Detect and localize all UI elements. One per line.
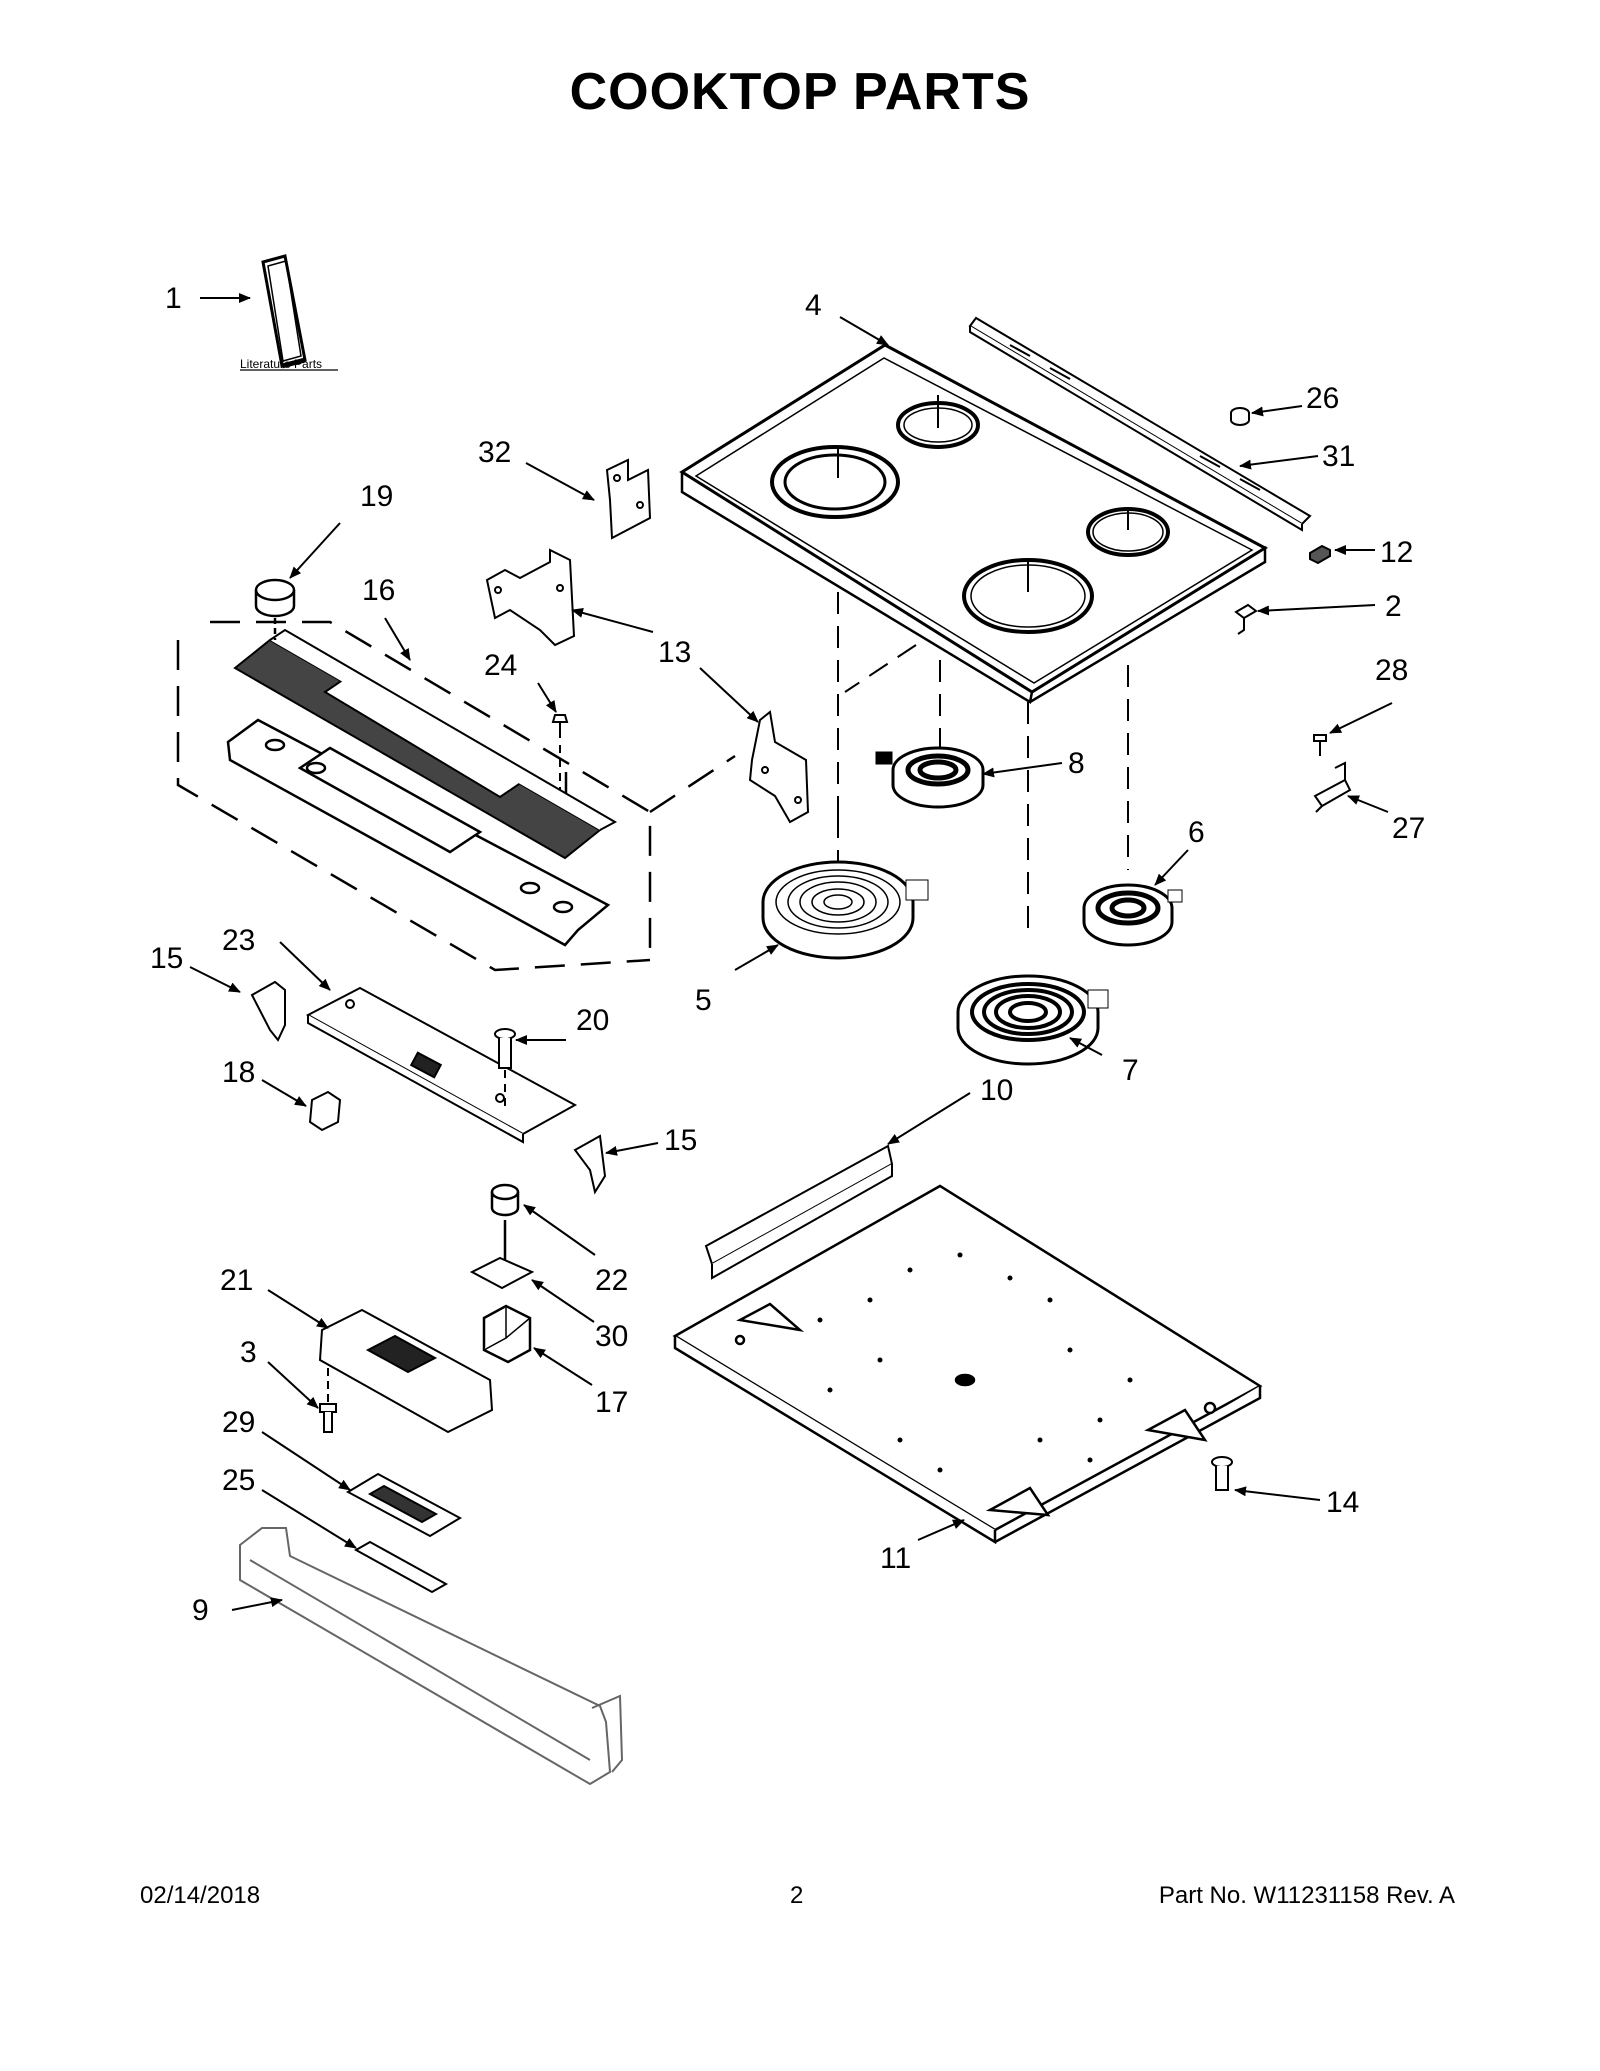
console-trim-9 — [239, 1527, 624, 1786]
callout-24: 24 — [484, 649, 517, 682]
bracket-27 — [1313, 761, 1352, 813]
callout-2: 2 — [1385, 590, 1402, 623]
callout-15-right: 15 — [664, 1124, 697, 1157]
callout-7: 7 — [1122, 1054, 1139, 1087]
callout-4: 4 — [805, 289, 822, 322]
rear-trim-strip — [968, 316, 1312, 532]
clip-part — [1309, 544, 1331, 565]
callout-14: 14 — [1326, 1486, 1359, 1519]
bracket-15-right — [573, 1134, 607, 1195]
callout-19: 19 — [360, 480, 393, 513]
foot-22 — [490, 1183, 520, 1266]
bracket-32 — [605, 458, 652, 540]
footer-page-number: 2 — [790, 1882, 804, 1909]
callout-9: 9 — [192, 1594, 209, 1627]
screw-20 — [494, 1028, 516, 1110]
surface-element-8 — [875, 746, 985, 809]
burner-centerlines — [837, 395, 1129, 592]
grommet-part — [1230, 407, 1250, 426]
callout-1: 1 — [165, 282, 182, 315]
callout-13: 13 — [658, 636, 691, 669]
callout-numbers: 1 4 26 31 12 2 28 27 6 8 5 7 32 13 24 16… — [150, 282, 1425, 1627]
callout-32: 32 — [478, 436, 511, 469]
screw-24 — [551, 714, 569, 790]
support-bar-10 — [704, 1144, 894, 1280]
callout-8: 8 — [1068, 747, 1085, 780]
bracket-13-upper — [485, 548, 576, 647]
callout-30: 30 — [595, 1320, 628, 1353]
screw-3 — [319, 1368, 337, 1433]
console-top-panel — [233, 628, 618, 860]
control-board-21 — [318, 1308, 494, 1434]
callout-5: 5 — [695, 984, 712, 1017]
literature-part — [261, 254, 307, 369]
callout-28: 28 — [1375, 654, 1408, 687]
callout-6: 6 — [1188, 816, 1205, 849]
relay-18 — [308, 1090, 342, 1132]
console-lower-panel — [226, 718, 611, 947]
knob-19 — [254, 578, 296, 640]
callout-22: 22 — [595, 1264, 628, 1297]
callout-12: 12 — [1380, 536, 1413, 569]
cooktop-glass — [679, 343, 1269, 704]
leader-arrows — [189, 293, 1393, 1611]
burner-box-11 — [672, 1184, 1263, 1545]
callout-21: 21 — [220, 1264, 253, 1297]
surface-element-5 — [761, 860, 929, 960]
literature-label: Literature Parts — [240, 357, 322, 371]
callout-16: 16 — [362, 574, 395, 607]
footer-part-number: Part No. W11231158 Rev. A — [1158, 1882, 1455, 1909]
callout-23: 23 — [222, 924, 255, 957]
footer-date: 02/14/2018 — [140, 1882, 261, 1909]
callout-25: 25 — [222, 1464, 255, 1497]
callout-15-left: 15 — [150, 942, 183, 975]
bracket-25 — [353, 1540, 449, 1594]
terminal-part — [1234, 603, 1258, 635]
callout-31: 31 — [1322, 440, 1355, 473]
callout-3: 3 — [240, 1336, 257, 1369]
callout-26: 26 — [1306, 382, 1339, 415]
page-title: COOKTOP PARTS — [569, 63, 1031, 121]
callout-20: 20 — [576, 1004, 609, 1037]
switch-17 — [482, 1304, 532, 1364]
bracket-15-left — [250, 980, 286, 1042]
callout-27: 27 — [1392, 812, 1425, 845]
insulator-30 — [469, 1256, 535, 1290]
callout-29: 29 — [222, 1406, 255, 1439]
surface-element-7 — [956, 974, 1109, 1066]
mount-bracket-23 — [305, 986, 578, 1144]
callout-17: 17 — [595, 1386, 628, 1419]
screw-14 — [1211, 1456, 1233, 1491]
surface-element-6 — [1082, 883, 1183, 947]
frame-rivets — [817, 1252, 1133, 1473]
callout-11: 11 — [880, 1542, 911, 1575]
screw-28 — [1313, 734, 1327, 756]
board-29 — [345, 1472, 463, 1538]
callout-18: 18 — [222, 1056, 255, 1089]
bracket-13-lower — [748, 710, 810, 824]
callout-10: 10 — [980, 1074, 1013, 1107]
